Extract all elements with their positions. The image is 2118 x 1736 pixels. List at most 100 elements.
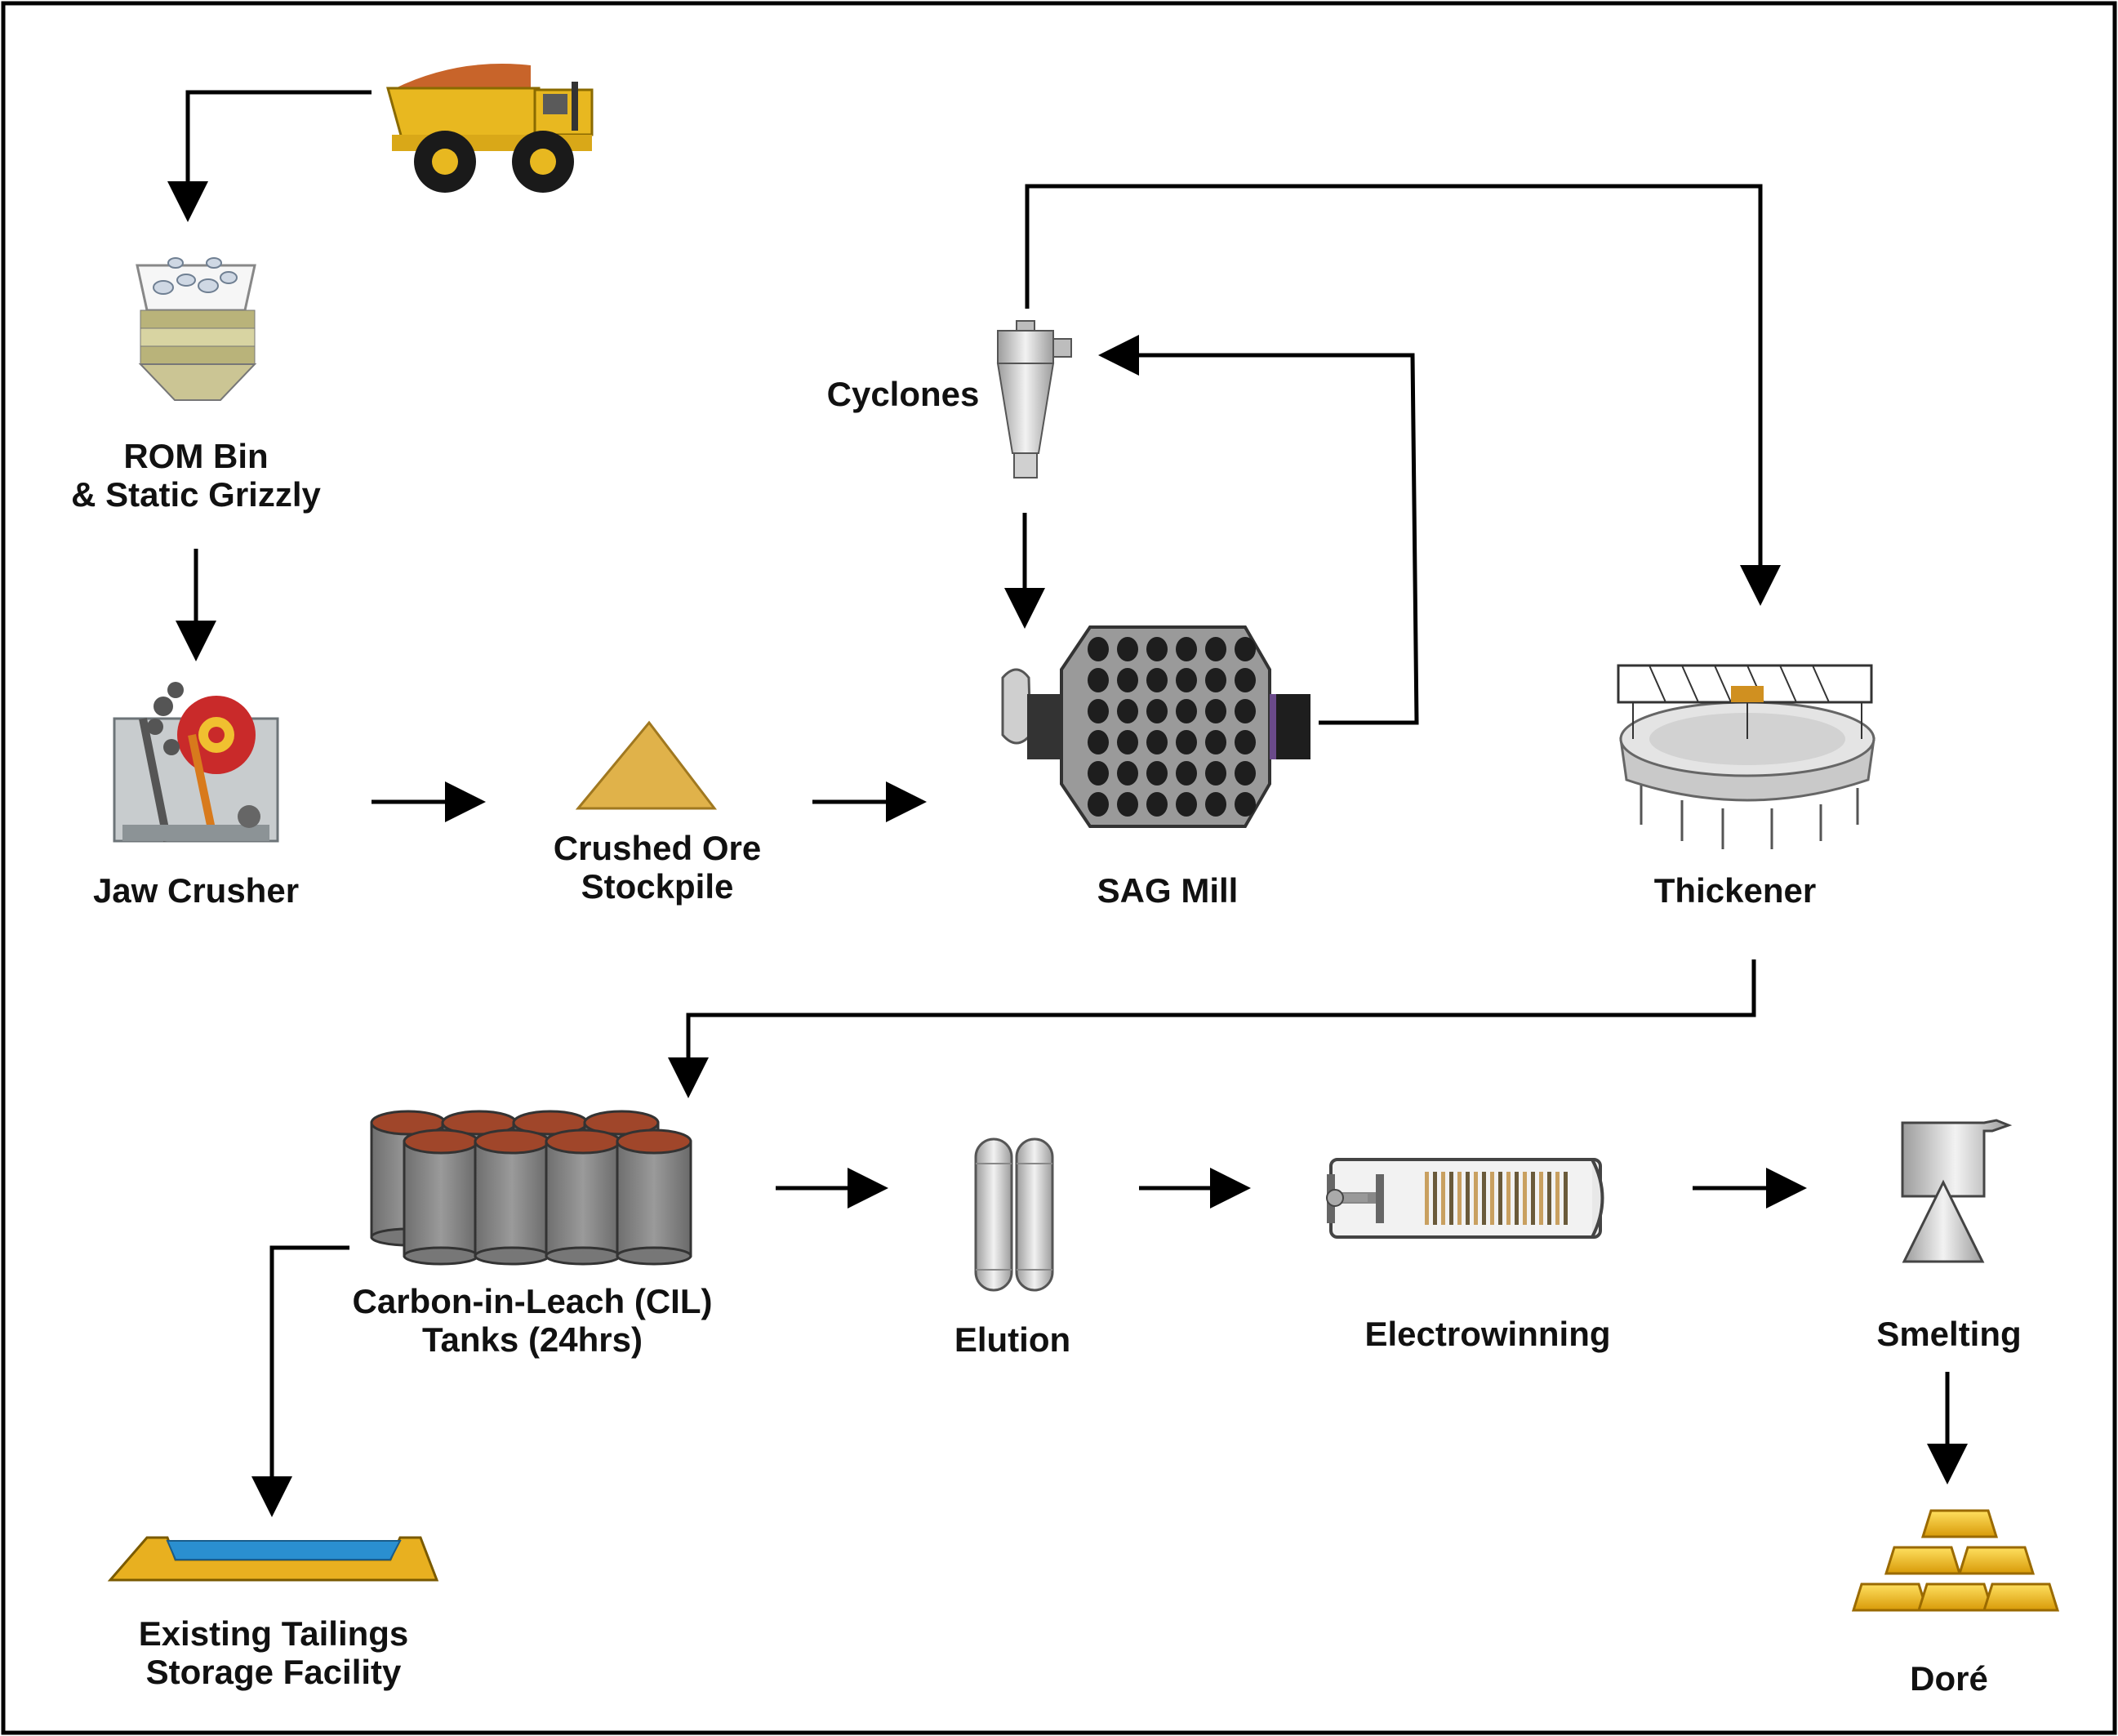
mill-lifter [1117, 668, 1138, 692]
cil-tank-body [474, 1140, 550, 1257]
mill-lifter [1088, 792, 1109, 817]
cil-tank-top [403, 1128, 479, 1155]
mill-lifter [1088, 699, 1109, 723]
cil-tank-top [616, 1128, 692, 1155]
cyclones-label: Cyclones [827, 375, 980, 413]
rom-bin-label-line2: & Static Grizzly [71, 475, 321, 514]
mill-lifter [1088, 668, 1109, 692]
cil-tank-base [474, 1246, 550, 1266]
gold-bar [1920, 1509, 1999, 1538]
ew-plate [1490, 1172, 1494, 1225]
ew-plate [1441, 1172, 1445, 1225]
mill-lifter [1235, 792, 1256, 817]
stockpile-label-line2: Stockpile [581, 867, 734, 906]
smelting-label: Smelting [1876, 1315, 2021, 1353]
jaw-crusher-label: Jaw Crusher [93, 871, 299, 910]
elution-label: Elution [954, 1320, 1070, 1359]
mill-lifter [1146, 792, 1168, 817]
cil-tank-top [474, 1128, 550, 1155]
smelting-furnace-icon [1901, 1119, 2013, 1263]
mill-lifter [1088, 730, 1109, 754]
tailings-dam-icon [107, 1536, 439, 1582]
ew-plate [1498, 1172, 1502, 1225]
ew-plate [1564, 1172, 1568, 1225]
electrowinning-cell-icon [1326, 1158, 1604, 1239]
ew-plate [1425, 1172, 1429, 1225]
mill-lifter [1176, 792, 1197, 817]
cil-tank-body [616, 1140, 692, 1257]
ew-plate [1555, 1172, 1560, 1225]
gold-bar [1957, 1546, 2036, 1575]
arrow-cil-to-tailings [251, 1245, 349, 1517]
ew-plate [1474, 1172, 1478, 1225]
gold-bar [1982, 1582, 2060, 1612]
cil-tank-base [616, 1246, 692, 1266]
gold-bars-icon [1851, 1509, 2060, 1612]
cil-tank-base [545, 1246, 621, 1266]
cil-tank-body [403, 1140, 479, 1257]
mill-lifter [1088, 761, 1109, 786]
ew-plate [1466, 1172, 1470, 1225]
gold-bar [1916, 1582, 1995, 1612]
ew-plate [1482, 1172, 1486, 1225]
mill-lifter [1146, 668, 1168, 692]
mill-lifter [1176, 761, 1197, 786]
arrow-thickener-to-cil [668, 959, 1756, 1098]
jaw-crusher-icon [113, 682, 279, 843]
thickener-label: Thickener [1654, 871, 1816, 910]
electrowinning-label: Electrowinning [1364, 1315, 1610, 1353]
mill-lifter [1205, 761, 1226, 786]
mill-lifter [1235, 730, 1256, 754]
arrow-truck-to-rom [167, 90, 372, 222]
mill-lifter [1146, 699, 1168, 723]
gold-bar [1851, 1582, 1929, 1612]
mill-lifter [1205, 699, 1226, 723]
arrow-sag-to-cyclones [1098, 335, 1419, 725]
cil-label-line1: Carbon-in-Leach (CIL) [353, 1282, 713, 1320]
thickener-icon [1617, 664, 1875, 849]
mill-lifter [1235, 761, 1256, 786]
ew-plate [1531, 1172, 1535, 1225]
mill-lifter [1176, 637, 1197, 661]
cil-tank-base [403, 1246, 479, 1266]
mill-lifter [1117, 637, 1138, 661]
mill-lifter [1205, 730, 1226, 754]
ew-plate [1539, 1172, 1543, 1225]
mill-lifter [1117, 761, 1138, 786]
mill-lifter [1088, 637, 1109, 661]
mill-lifter [1146, 761, 1168, 786]
mill-lifter [1176, 730, 1197, 754]
ew-plate [1457, 1172, 1462, 1225]
mill-lifter [1117, 699, 1138, 723]
mill-lifter [1176, 699, 1197, 723]
tailings-label-line2: Storage Facility [146, 1653, 402, 1691]
ew-plate [1449, 1172, 1453, 1225]
sag-mill-label: SAG Mill [1097, 871, 1239, 910]
ew-plate [1515, 1172, 1519, 1225]
mill-lifter [1176, 668, 1197, 692]
flow-arrows [167, 90, 1968, 1517]
ew-plate [1506, 1172, 1511, 1225]
mill-lifter [1205, 668, 1226, 692]
mill-lifter [1235, 668, 1256, 692]
mill-lifter [1117, 792, 1138, 817]
arrow-cyclones-to-thickener [1025, 184, 1781, 606]
rom-bin-icon [136, 257, 257, 401]
ew-plate [1547, 1172, 1551, 1225]
mill-lifter [1235, 699, 1256, 723]
cil-tank-top [545, 1128, 621, 1155]
cil-label-line2: Tanks (24hrs) [422, 1320, 643, 1359]
mill-lifter [1235, 637, 1256, 661]
sag-mill-icon [1001, 625, 1310, 828]
gold-bar [1884, 1546, 1962, 1575]
mill-lifter [1205, 792, 1226, 817]
ew-plate [1433, 1172, 1437, 1225]
ew-plate [1523, 1172, 1527, 1225]
stockpile-label-line1: Crushed Ore [554, 829, 761, 867]
mill-lifter [1146, 637, 1168, 661]
tailings-label-line1: Existing Tailings [139, 1614, 409, 1653]
mill-lifter [1146, 730, 1168, 754]
elution-columns-icon [974, 1137, 1054, 1292]
